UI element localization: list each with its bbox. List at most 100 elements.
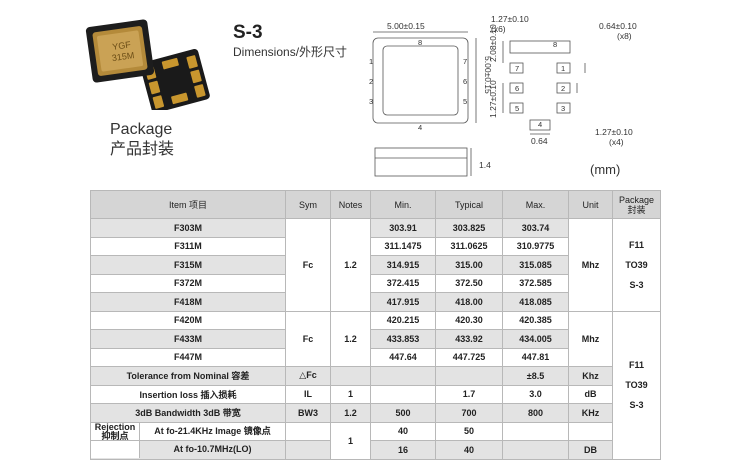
unit-note: (mm): [590, 162, 621, 177]
pad-pin-6: 6: [515, 84, 519, 93]
pad-pin-1: 1: [561, 64, 565, 73]
header-item: Item 项目: [90, 190, 286, 219]
item-cell: Insertion loss 插入损耗: [90, 384, 286, 404]
header-max: Max.: [502, 190, 569, 219]
sym-cell: [285, 440, 331, 460]
header-notes: Notes: [330, 190, 371, 219]
typ-cell: 303.825: [435, 218, 503, 238]
dim-pitch-top: 1.27±0.10: [491, 14, 529, 24]
item-cell: F420M: [90, 310, 286, 330]
item-cell: F315M: [90, 255, 286, 275]
dim-pad-gap: 0.64: [531, 136, 548, 146]
pin-3: 3: [369, 97, 373, 106]
max-cell: 418.085: [502, 292, 569, 312]
pad-pin-3: 3: [561, 104, 565, 113]
typ-cell: 418.00: [435, 292, 503, 312]
dim-pad-width-count: (x8): [617, 31, 632, 41]
typ-cell: 311.0625: [435, 236, 503, 256]
min-cell: 420.215: [370, 310, 436, 330]
typ-cell: 50: [435, 421, 503, 441]
table-row: F420M Fc 1.2 420.215 420.30 420.385 Mhz …: [90, 310, 661, 460]
sym-cell: IL: [285, 384, 331, 404]
max-cell: [502, 440, 569, 460]
unit-cell: Khz: [568, 366, 613, 386]
pad-pin-4: 4: [538, 120, 542, 129]
min-cell: 40: [370, 421, 436, 441]
chip-top-view: [85, 19, 155, 83]
package-cell: F11 TO39 S-3: [612, 310, 661, 460]
min-cell: 447.64: [370, 347, 436, 367]
notes-cell: 1.2: [330, 218, 371, 312]
table-row-tolerance: Tolerance from Nominal 容差 △Fc ±8.5 Khz: [90, 366, 661, 386]
item-cell: Tolerance from Nominal 容差: [90, 366, 286, 386]
notes-cell: 1.2: [330, 403, 371, 423]
max-cell: 310.9775: [502, 236, 569, 256]
max-cell: 3.0: [502, 384, 569, 404]
table-row: F311M 311.1475 311.0625 310.9775: [90, 236, 661, 256]
chip-bottom-view: [140, 49, 210, 110]
item-cell: F418M: [90, 292, 286, 312]
chip-marking-2: 315M: [111, 50, 135, 63]
pin-1: 1: [369, 57, 373, 66]
table-row-rejection-2: At fo-10.7MHz(LO) 16 40 DB: [90, 440, 661, 460]
dim-side-height: 5.00±0.15: [483, 56, 493, 94]
pad-pin-2: 2: [561, 84, 565, 93]
header-package: Package 封装: [612, 190, 661, 219]
notes-cell: 1: [330, 384, 371, 404]
typ-cell: [435, 366, 503, 386]
chip-marking-1: YGF: [112, 39, 132, 52]
min-cell: 303.91: [370, 218, 436, 238]
typ-cell: 1.7: [435, 384, 503, 404]
max-cell: ±8.5: [502, 366, 569, 386]
min-cell: [370, 384, 436, 404]
unit-cell: Mhz: [568, 310, 613, 367]
notes-cell: [330, 366, 371, 386]
max-cell: 372.585: [502, 273, 569, 293]
dim-pitch-left: 1.27±0.10: [488, 80, 498, 118]
dim-top-width: 5.00±0.15: [387, 21, 425, 31]
sym-cell: △Fc: [285, 366, 331, 386]
max-cell: 447.81: [502, 347, 569, 367]
sym-cell: BW3: [285, 403, 331, 423]
dim-pitch-bottom-count: (x4): [609, 137, 624, 147]
dim-pad-width: 0.64±0.10: [599, 21, 637, 31]
package-photo: YGF 315M: [85, 19, 210, 110]
item-cell: F303M: [90, 218, 286, 238]
rejection-label: Rejection 抑制点: [91, 422, 140, 440]
pin-8-top: 8: [418, 38, 422, 47]
max-cell: 420.385: [502, 310, 569, 330]
pad-pin-7: 7: [515, 64, 519, 73]
dim-pitch-top-count: (x6): [491, 24, 506, 34]
unit-cell: Mhz: [568, 218, 613, 312]
table-row: F447M 447.64 447.725 447.81: [90, 347, 661, 367]
pin-6: 6: [463, 77, 467, 86]
notes-cell: 1.2: [330, 310, 371, 367]
item-cell: 3dB Bandwidth 3dB 带宽: [90, 403, 286, 423]
max-cell: 315.085: [502, 255, 569, 275]
package-label-cn: 产品封装: [110, 141, 175, 158]
package-cell: F11 TO39 S-3: [612, 218, 661, 312]
max-cell: 303.74: [502, 218, 569, 238]
unit-cell: dB: [568, 384, 613, 404]
max-cell: 800: [502, 403, 569, 423]
min-cell: 311.1475: [370, 236, 436, 256]
dim-pad-height: 2.08±0.10: [488, 24, 498, 62]
max-cell: [502, 421, 569, 441]
pad-pin-8: 8: [553, 40, 557, 49]
pin-2: 2: [369, 77, 373, 86]
min-cell: 500: [370, 403, 436, 423]
dim-pitch-bottom: 1.27±0.10: [595, 127, 633, 137]
item-cell: F433M: [90, 329, 286, 349]
table-row-insertion-loss: Insertion loss 插入损耗 IL 1 1.7 3.0 dB: [90, 384, 661, 404]
dim-thickness: 1.4: [479, 160, 491, 170]
min-cell: 372.415: [370, 273, 436, 293]
item-cell: F311M: [90, 236, 286, 256]
typ-cell: 315.00: [435, 255, 503, 275]
dimension-drawing: 5.00±0.15 8 1 2 3 4 5 6 7 5.00±0.15 1.4 …: [369, 14, 637, 177]
pin-5: 5: [463, 97, 467, 106]
dimensions-title: Dimensions/外形尺寸: [233, 45, 348, 59]
unit-cell: [568, 421, 613, 441]
table-row: F372M 372.415 372.50 372.585: [90, 273, 661, 293]
table-row: F303M Fc 1.2 303.91 303.825 303.74 Mhz F…: [90, 218, 661, 312]
table-header-row: Item 项目 Sym Notes Min. Typical Max. Unit…: [90, 190, 661, 219]
